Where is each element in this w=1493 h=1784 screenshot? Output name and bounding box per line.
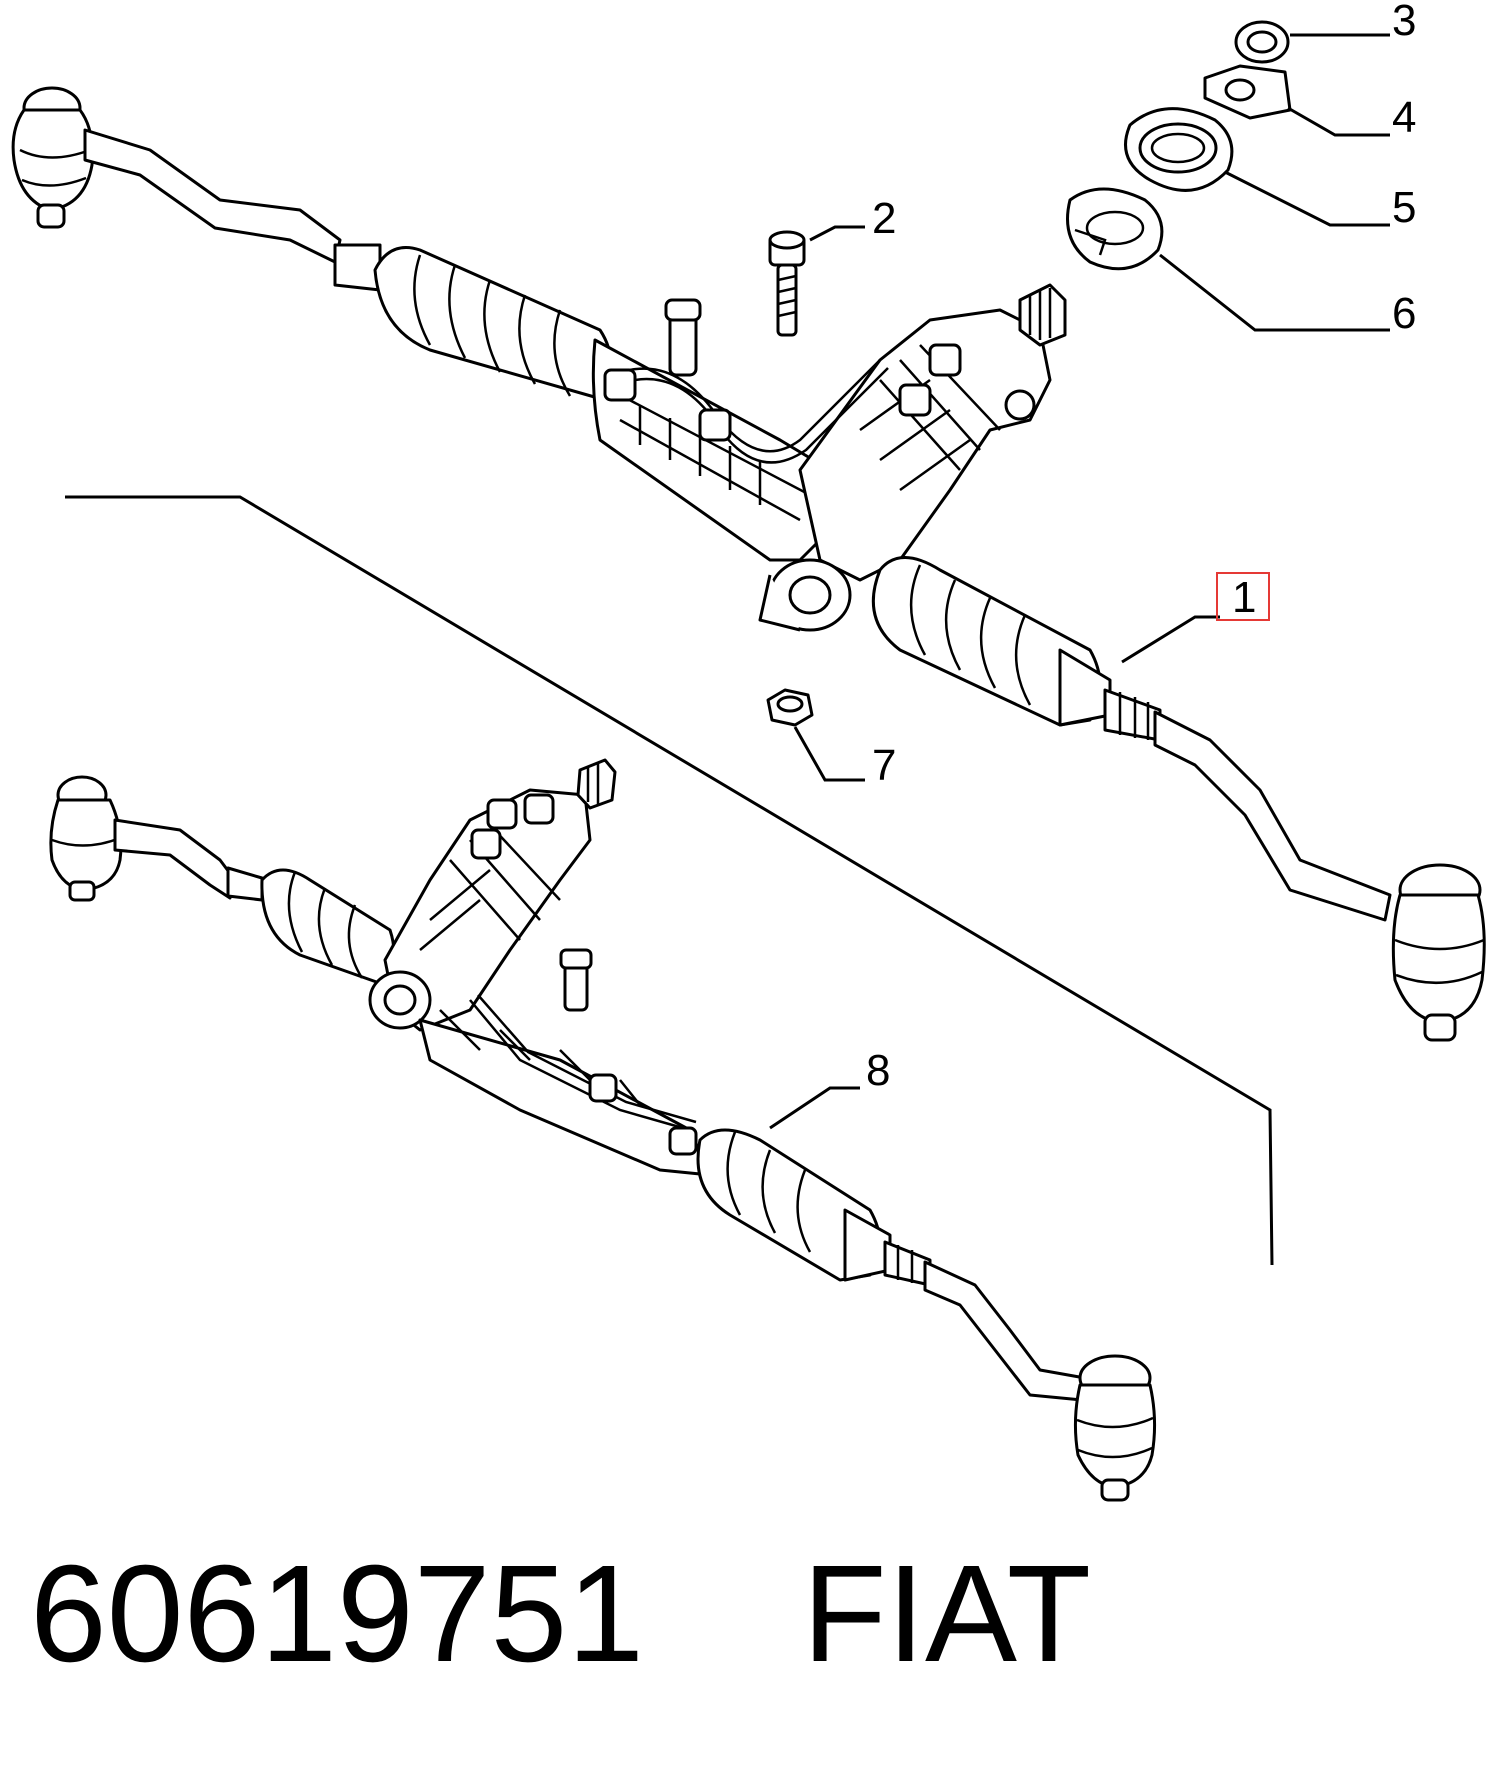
lower-left-tie-rod-end xyxy=(49,775,123,902)
callout-1-highlight xyxy=(1216,572,1270,621)
lower-right-boot xyxy=(696,1128,892,1282)
leader-line-2 xyxy=(809,225,865,242)
callout-2[interactable]: 2 xyxy=(872,194,896,243)
seal-ring-part xyxy=(1234,20,1290,64)
callout-6[interactable]: 6 xyxy=(1392,289,1416,338)
nut-part xyxy=(766,688,814,727)
upper-right-tie-rod-end xyxy=(1391,863,1486,1042)
callout-7[interactable]: 7 xyxy=(872,741,896,790)
bolt-part xyxy=(768,230,806,337)
part-number: 60619751 xyxy=(30,1537,644,1691)
callout-1[interactable]: 1 xyxy=(1232,573,1256,622)
group-bracket-line xyxy=(65,495,1274,1266)
lower-steering-rack xyxy=(49,758,1157,1502)
leader-line-6 xyxy=(1159,253,1390,332)
callout-4[interactable]: 4 xyxy=(1392,93,1416,142)
bracket-part xyxy=(1203,64,1292,120)
callout-8[interactable]: 8 xyxy=(866,1046,890,1095)
upper-right-boot xyxy=(871,556,1112,727)
callout-5[interactable]: 5 xyxy=(1392,183,1416,232)
brand-name: FIAT xyxy=(802,1537,1092,1691)
lower-left-boot xyxy=(260,868,396,987)
leader-line-5 xyxy=(1224,170,1390,227)
upper-pinion-shaft xyxy=(1018,283,1067,347)
leader-line-1 xyxy=(1121,615,1220,664)
upper-right-tie-rod xyxy=(1153,710,1392,922)
leader-line-4 xyxy=(1287,106,1390,137)
upper-mount-boss xyxy=(758,558,852,632)
lower-right-tie-rod-end xyxy=(1073,1354,1157,1502)
upper-pinion-housing xyxy=(798,308,1052,582)
lower-pinion-housing xyxy=(383,788,592,1032)
lower-mounting-studs xyxy=(470,793,593,1012)
lower-rack-housing xyxy=(418,1018,712,1177)
upper-left-tie-rod xyxy=(83,128,342,264)
upper-left-boot xyxy=(333,243,613,402)
upper-mounting-studs xyxy=(603,298,1036,442)
callout-3[interactable]: 3 xyxy=(1392,0,1416,45)
upper-steering-rack xyxy=(11,86,1486,1042)
clamp-part xyxy=(1066,187,1164,271)
upper-left-tie-rod-end xyxy=(11,86,94,229)
bushing-part xyxy=(1124,107,1234,192)
part-footer: 60619751 FIAT xyxy=(30,1545,1091,1683)
lower-right-tie-rod xyxy=(923,1260,1087,1402)
leader-line-8 xyxy=(769,1086,860,1130)
lower-mount-boss xyxy=(368,970,432,1030)
leader-line-7 xyxy=(793,726,865,782)
